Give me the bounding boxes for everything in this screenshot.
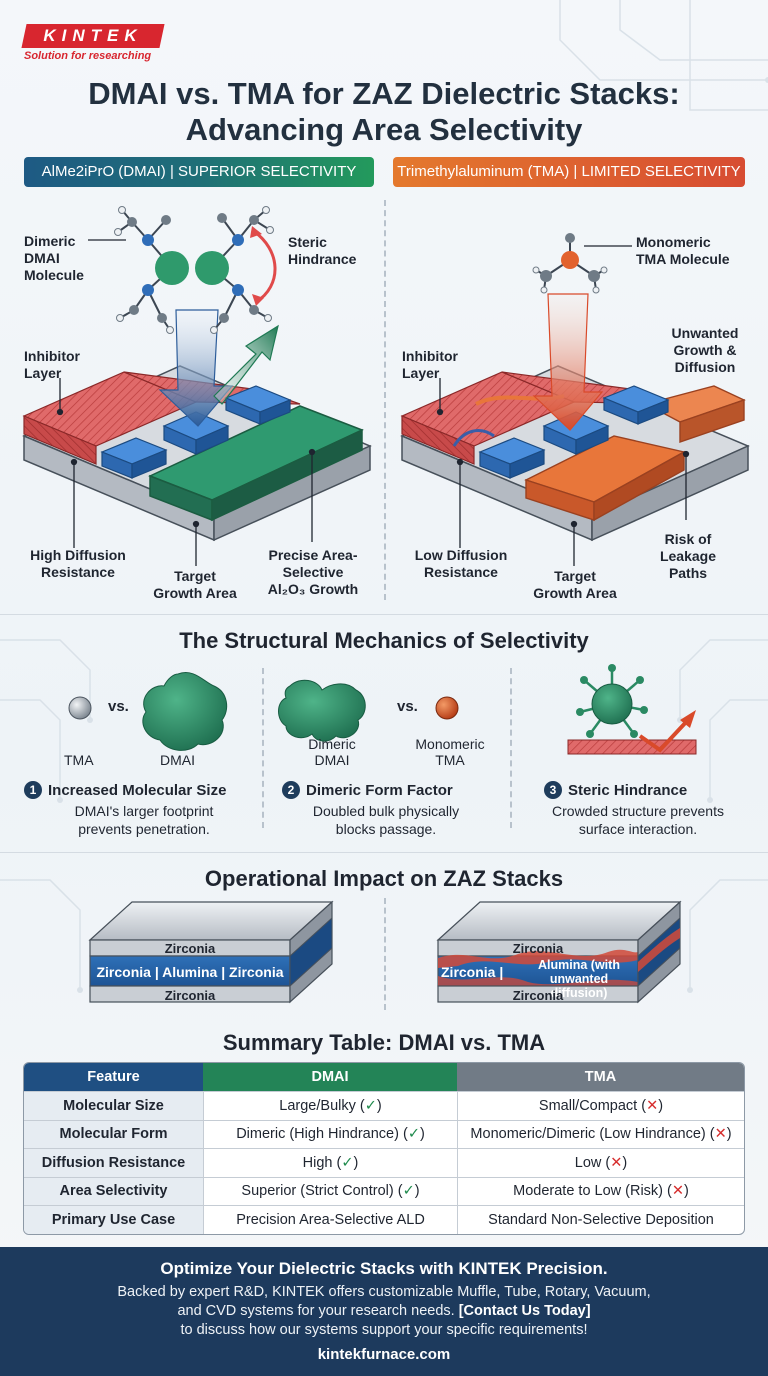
number-badge-3: 3	[544, 781, 562, 799]
tma-sphere-icon	[68, 696, 92, 720]
dmai-stack-middle: Zirconia | Alumina | Zirconia	[96, 964, 284, 980]
dmai-deposition-diagram	[22, 206, 372, 566]
table-header-row: Feature DMAI TMA	[24, 1063, 744, 1091]
dmai-blob-icon	[142, 672, 228, 751]
page-title-line-1: DMAI vs. TMA for ZAZ Dielectric Stacks:	[88, 76, 680, 111]
col-header-tma: TMA	[457, 1063, 744, 1091]
check-icon: ✓	[402, 1183, 415, 1200]
mechanics-divider-1	[262, 668, 264, 828]
target-growth-cubes	[100, 385, 292, 479]
footer-body: Backed by expert R&D, KINTEK offers cust…	[117, 1284, 651, 1338]
cross-icon: ✕	[714, 1126, 727, 1143]
steric-hindrance-icon	[567, 664, 697, 755]
al2o3-growth-label: Precise Area- Selective Al₂O₃ Growth	[267, 547, 359, 597]
dmai-caption: DMAI	[160, 752, 195, 768]
check-icon: ✓	[341, 1154, 354, 1171]
unwanted-growth-regions	[452, 385, 746, 522]
unwanted-growth-label: Unwanted Growth & Diffusion	[671, 325, 739, 375]
tma-caption: TMA	[64, 752, 94, 768]
dimeric-dmai-icon	[278, 679, 366, 742]
vs-label-1: vs.	[108, 698, 129, 715]
panel-divider	[384, 200, 386, 600]
leakage-risk-label: Risk of Leakage Paths	[659, 531, 717, 581]
summary-heading: Summary Table: DMAI vs. TMA	[222, 1030, 546, 1055]
mechanic-item-2-body: Doubled bulk physically blocks passage.	[312, 803, 460, 837]
section-divider	[0, 614, 768, 615]
high-diffusion-label: High Diffusion Resistance	[30, 547, 126, 580]
tma-stack-top: Zirconia	[512, 941, 564, 956]
tma-stack-bottom: Zirconia	[512, 988, 564, 1003]
kintek-logo[interactable]: KINTEK	[43, 26, 143, 45]
reflection-arrow	[213, 324, 279, 405]
impact-heading: Operational Impact on ZAZ Stacks	[204, 866, 564, 891]
table-row: Area Selectivity Superior (Strict Contro…	[24, 1176, 744, 1205]
tma-penetration-arrow	[532, 293, 604, 431]
col-header-feature: Feature	[24, 1063, 203, 1091]
table-row: Molecular Size Large/Bulky (✓) Small/Com…	[24, 1091, 744, 1120]
number-badge-2: 2	[282, 781, 300, 799]
summary-table: Feature DMAI TMA Molecular Size Large/Bu…	[23, 1062, 745, 1235]
footer-cta: Optimize Your Dielectric Stacks with KIN…	[0, 1247, 768, 1376]
contact-us-link[interactable]: [Contact Us Today]	[458, 1303, 591, 1319]
section-divider-2	[0, 852, 768, 853]
mechanic-item-1-body: DMAI's larger footprint prevents penetra…	[74, 803, 214, 837]
low-diffusion-label: Low Diffusion Resistance	[414, 547, 508, 580]
dmai-stack-bottom: Zirconia	[164, 988, 216, 1003]
page-title-line-2: Advancing Area Selectivity	[185, 112, 583, 147]
inhibitor-layer-label-right: Inhibitor Layer	[402, 348, 458, 381]
mechanics-divider-2	[510, 668, 512, 828]
target-growth-label-right: Target Growth Area	[533, 568, 617, 601]
number-badge-1: 1	[24, 781, 42, 799]
dmai-stack-top: Zirconia	[164, 941, 216, 956]
cross-icon: ✕	[646, 1097, 659, 1114]
monomeric-tma-icon	[435, 696, 459, 720]
tma-zaz-stack	[436, 900, 682, 1004]
mechanics-illustrations	[68, 664, 697, 755]
monomeric-tma-label: Monomeric TMA Molecule	[636, 234, 730, 267]
tma-stack-middle-b: Alumina (with unwanted diffusion)	[538, 958, 620, 1000]
impact-divider	[384, 898, 386, 1010]
dmai-panel-header: AlMe2iPrO (DMAI) | SUPERIOR SELECTIVITY	[24, 157, 374, 187]
mechanics-heading: The Structural Mechanics of Selectivity	[179, 628, 589, 653]
check-icon: ✓	[407, 1126, 420, 1143]
inhibitor-layer-label-left: Inhibitor Layer	[24, 348, 80, 381]
tma-panel-header: Trimethylaluminum (TMA) | LIMITED SELECT…	[393, 157, 745, 187]
target-growth-label-left: Target Growth Area	[153, 568, 237, 601]
table-row: Diffusion Resistance High (✓) Low (✕)	[24, 1148, 744, 1177]
table-row: Molecular Form Dimeric (High Hindrance) …	[24, 1119, 744, 1148]
table-row: Primary Use Case Precision Area-Selectiv…	[24, 1205, 744, 1234]
col-header-dmai: DMAI	[203, 1063, 457, 1091]
steric-hindrance-label: Steric Hindrance	[288, 234, 357, 267]
deposition-arrow	[158, 309, 234, 427]
al2o3-growth-bar	[148, 405, 364, 522]
website-link[interactable]: kintekfurnace.com	[317, 1346, 451, 1363]
footer-heading: Optimize Your Dielectric Stacks with KIN…	[160, 1259, 608, 1278]
steric-hindrance-arc	[251, 228, 277, 304]
dimeric-dmai-label: Dimeric DMAI Molecule	[24, 233, 84, 283]
target-growth-cubes	[478, 385, 670, 479]
cross-icon: ✕	[610, 1154, 623, 1171]
dimeric-dmai-caption: Dimeric DMAI	[308, 736, 356, 768]
dmai-zaz-stack	[88, 900, 334, 1004]
tma-deposition-diagram	[400, 233, 750, 566]
tma-stack-middle-a: Zirconia |	[441, 964, 504, 980]
logo-tagline: Solution for researching	[24, 50, 152, 62]
monomeric-tma-caption: Monomeric TMA	[415, 736, 485, 768]
mechanic-item-3-body: Crowded structure prevents surface inter…	[552, 803, 724, 837]
vs-label-2: vs.	[397, 698, 418, 715]
cross-icon: ✕	[671, 1183, 685, 1200]
check-icon: ✓	[364, 1097, 377, 1114]
